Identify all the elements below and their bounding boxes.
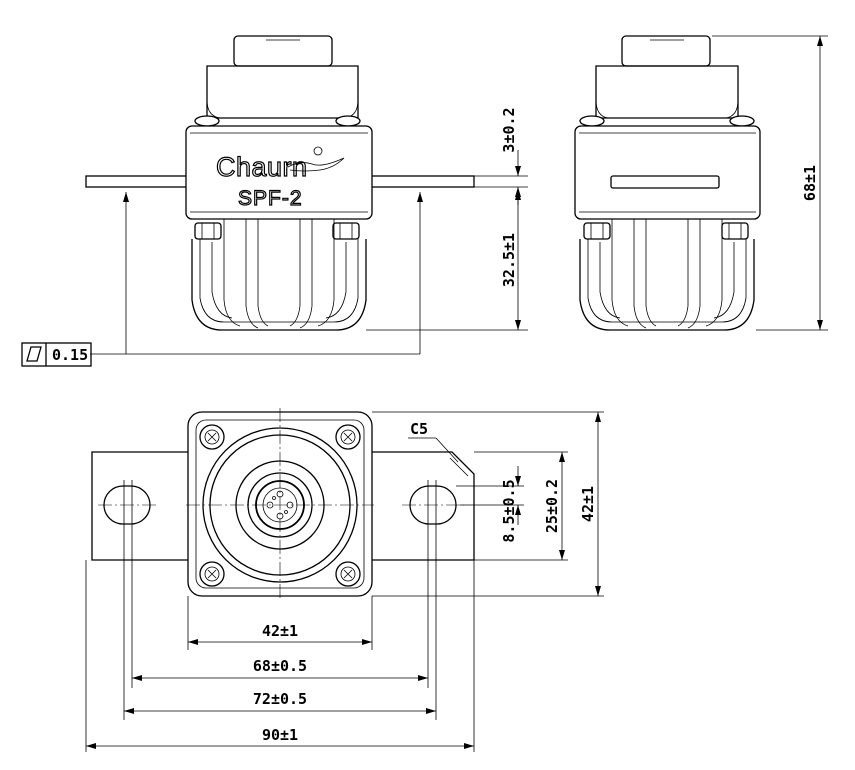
dim-overall-height-label: 68±1 [801, 165, 819, 201]
dim-body-width: 42±1 [188, 622, 372, 645]
front-nut-left [194, 222, 222, 240]
front-screw-right [335, 115, 361, 127]
dim-body-width-label: 42±1 [262, 622, 298, 640]
side-nut-left [583, 222, 611, 240]
dim-front-top-label: 3±0.2 [500, 107, 518, 152]
dim-front-top: 3±0.2 [500, 107, 521, 205]
side-screw-left [579, 115, 605, 127]
side-main-block [574, 125, 761, 220]
dim-slot-offset-label: 8.5±0.5 [500, 479, 518, 542]
front-upper-body [206, 65, 359, 119]
dim-front-lower-label: 32.5±1 [500, 233, 518, 287]
top-view [85, 408, 604, 752]
dim-hole-pitch-inner-label: 68±0.5 [253, 657, 307, 675]
front-nut-right [332, 222, 360, 240]
side-top-cap [621, 35, 711, 67]
front-screw-left [194, 115, 220, 127]
side-view [574, 35, 828, 331]
dim-body-width-side-label: 42±1 [579, 486, 597, 522]
front-view: Chaurn SPF-2 [85, 35, 528, 355]
side-screw-right [729, 115, 755, 127]
flatness-value: 0.15 [52, 346, 88, 364]
dim-overall-length: 90±1 [86, 726, 474, 749]
side-upper-body [595, 65, 739, 119]
flatness-symbol-icon [26, 346, 42, 362]
dim-hole-pitch-outer: 72±0.5 [124, 690, 436, 714]
screw-bottom-left-icon [199, 561, 225, 587]
brand-label: Chaurn [216, 152, 308, 182]
screw-top-left-icon [199, 424, 225, 450]
dim-slot-offset: 8.5±0.5 [500, 466, 521, 543]
dim-hole-pitch-inner: 68±0.5 [132, 657, 428, 681]
side-nut-right [721, 222, 749, 240]
dim-front-lower: 32.5±1 [500, 190, 521, 330]
screw-bottom-right-icon [335, 561, 361, 587]
brand-dot [313, 146, 323, 156]
dim-flange-width: 25±0.2 [543, 452, 565, 560]
dim-overall-length-label: 90±1 [262, 726, 298, 744]
model-label: SPF-2 [238, 187, 303, 210]
dim-overall-height: 68±1 [801, 36, 823, 330]
side-cage-guard [579, 218, 755, 331]
flatness-tolerance-frame: 0.15 [21, 342, 92, 367]
top-flange-plate [91, 451, 475, 561]
dim-flange-width-label: 25±0.2 [543, 479, 561, 533]
dim-body-width-side: 42±1 [579, 412, 601, 596]
front-cage-guard [191, 218, 367, 331]
brand-swoosh [287, 157, 345, 172]
dim-hole-pitch-outer-label: 72±0.5 [253, 690, 307, 708]
chamfer-callout: C5 [408, 420, 459, 463]
screw-top-right-icon [335, 424, 361, 450]
side-flange-slot [610, 175, 720, 189]
chamfer-label: C5 [410, 420, 428, 438]
front-top-cap [233, 35, 333, 67]
